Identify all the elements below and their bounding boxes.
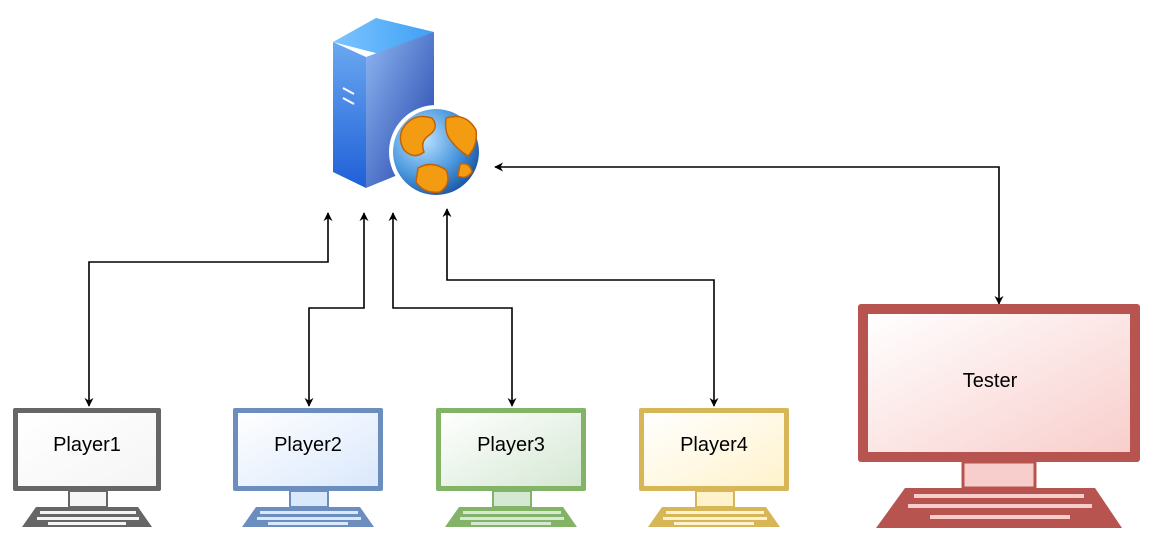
computer-player2[interactable] (233, 408, 383, 527)
web-server-icon (333, 18, 483, 199)
connection-player3 (388, 212, 517, 407)
computer-tester[interactable] (858, 304, 1140, 528)
connections (84, 162, 1004, 407)
computer-player3[interactable] (436, 408, 586, 527)
player4-label: Player4 (680, 434, 748, 456)
player3-label: Player3 (477, 434, 545, 456)
player2-label: Player2 (274, 434, 342, 456)
connection-tester (494, 162, 1004, 305)
player1-label: Player1 (53, 434, 121, 456)
connection-player1 (84, 212, 333, 407)
tester-label: Tester (962, 370, 1018, 392)
globe-icon (389, 105, 483, 199)
computer-player1[interactable] (13, 408, 161, 527)
computer-player4[interactable] (639, 408, 789, 527)
connection-player2 (304, 212, 369, 407)
